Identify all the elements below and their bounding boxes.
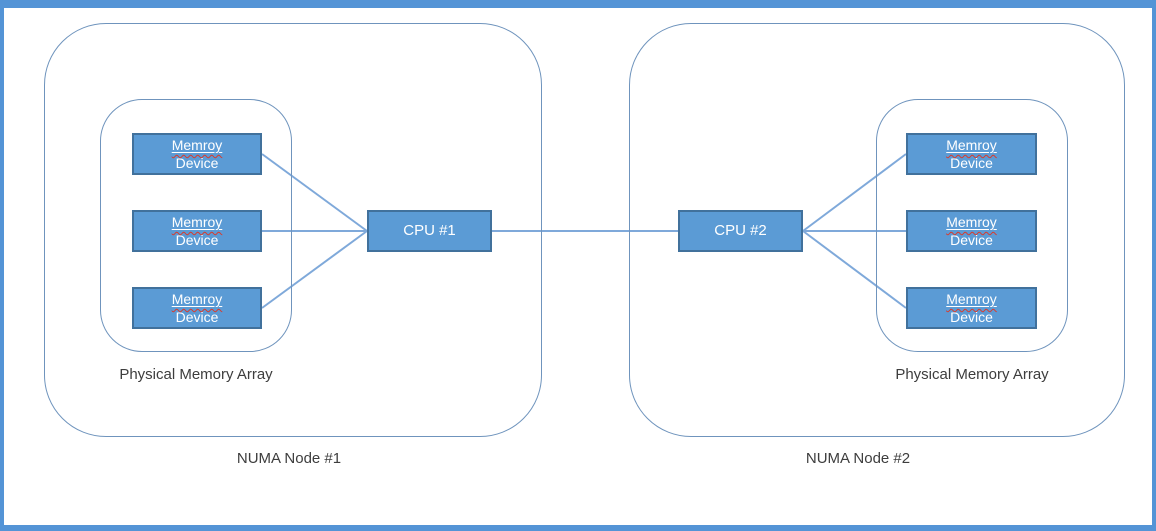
numa-node-1-container [44,23,542,437]
frame-border-top [0,0,1156,8]
numa-node-1-label: NUMA Node #1 [236,450,342,467]
physical-memory-array-1-label: Physical Memory Array [119,366,273,383]
device-word: Device [950,232,993,248]
cpu-1-box: CPU #1 [367,210,492,252]
numa-node-2-container [629,23,1125,437]
physical-memory-array-2-container [876,99,1068,352]
device-word: Device [175,155,219,171]
frame-border-right [1152,0,1156,531]
frame-border-bottom [0,525,1156,531]
misspelled-word: Memroy [946,291,997,307]
memory-device-box-1-3: Memroy Device [132,287,262,329]
device-word: Device [950,309,993,325]
device-word: Device [175,232,219,248]
frame-border-left [0,0,4,531]
link-cpu2-mem3 [802,230,907,309]
misspelled-word: Memroy [171,291,223,307]
physical-memory-array-1-container [100,99,292,352]
link-cpu2-mem1 [802,153,907,232]
link-mem1-cpu1 [261,153,368,232]
memory-device-box-2-3: Memroy Device [906,287,1037,329]
misspelled-word: Memroy [171,214,223,230]
memory-device-box-2-1: Memroy Device [906,133,1037,175]
memory-device-box-1-2: Memroy Device [132,210,262,252]
misspelled-word: Memroy [946,137,997,153]
misspelled-word: Memroy [946,214,997,230]
memory-device-box-1-1: Memroy Device [132,133,262,175]
numa-node-2-label: NUMA Node #2 [805,450,911,467]
link-mem3-cpu1 [261,230,368,309]
misspelled-word: Memroy [171,137,223,153]
cpu-2-box: CPU #2 [678,210,803,252]
physical-memory-array-2-label: Physical Memory Array [895,366,1049,383]
memory-device-box-2-2: Memroy Device [906,210,1037,252]
device-word: Device [950,155,993,171]
device-word: Device [175,309,219,325]
